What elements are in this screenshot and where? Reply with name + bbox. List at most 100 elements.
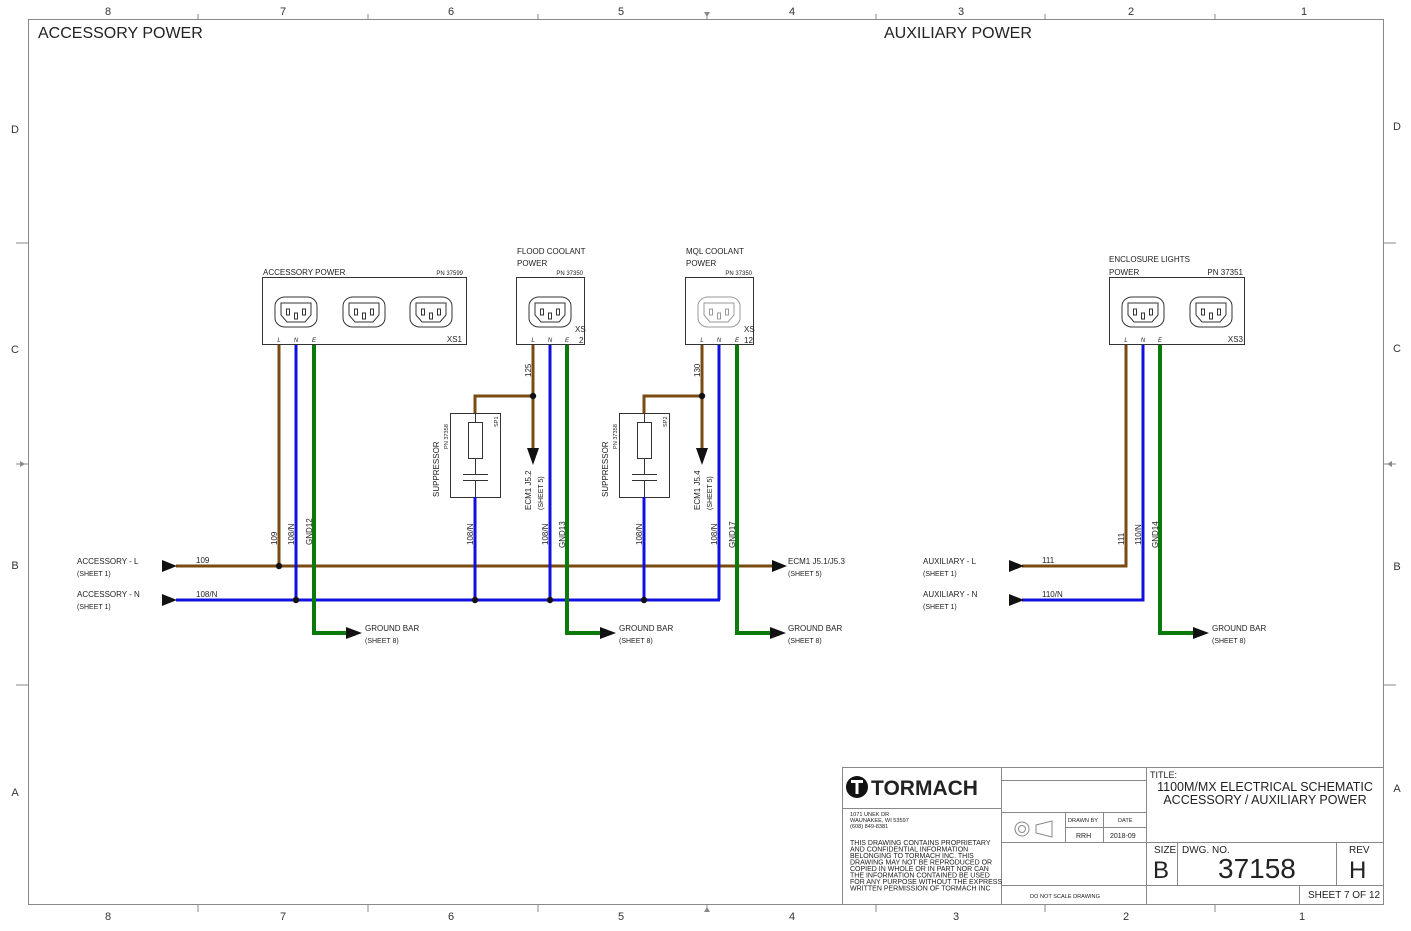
scale-note: DO NOT SCALE DRAWING — [1030, 894, 1100, 900]
address-line: (608) 849-8381 — [850, 824, 888, 830]
zone-row-left: B — [11, 560, 18, 572]
address-line: WAUNAKEE, WI 53597 — [850, 818, 909, 824]
pin-l: L — [1124, 338, 1127, 344]
notice-line: THE INFORMATION CONTAINED BE USED — [850, 873, 990, 880]
ground-bar-label: GROUND BAR — [1212, 624, 1266, 633]
zone-col-top: 5 — [618, 6, 624, 18]
offsheet-sheet: (SHEET 5) — [538, 476, 545, 510]
offsheet-arrows — [162, 448, 1209, 639]
wire-label: 108/N — [466, 523, 475, 545]
xs3-name: ENCLOSURE LIGHTS — [1109, 255, 1190, 264]
neutral-wires — [176, 345, 1145, 602]
offsheet-sheet: (SHEET 1) — [77, 571, 111, 578]
wire-label: 109 — [196, 556, 210, 565]
tormach-logo — [846, 776, 868, 798]
suppressor-label: SUPPRESSOR — [601, 441, 610, 497]
offsheet-sheet: (SHEET 1) — [923, 604, 957, 611]
zone-col-bottom: 3 — [953, 911, 959, 923]
receptacle-xs1 — [262, 277, 467, 345]
suppressor-label: SUPPRESSOR — [432, 441, 441, 497]
suppressor-pn: PN 37358 — [613, 424, 619, 449]
date-value: 2018-09 — [1110, 833, 1136, 840]
size-label: SIZE — [1154, 845, 1177, 856]
date-label: DATE — [1118, 818, 1133, 824]
offsheet-label: ACCESSORY - N — [77, 590, 140, 599]
wire-label: 110/N — [1042, 590, 1063, 599]
zone-col-top: 1 — [1301, 6, 1307, 18]
drawn-by-label: DRAWN BY — [1068, 818, 1098, 824]
xs2-name: FLOOD COOLANT — [517, 247, 586, 256]
ground-bar-sheet: (SHEET 8) — [1212, 638, 1246, 645]
notice-line: DRAWING MAY NOT BE REPRODUCED OR — [850, 860, 992, 867]
suppressor-ref: SP1 — [494, 416, 500, 427]
pin-n: N — [1141, 338, 1146, 344]
projection-symbol-icon — [1014, 820, 1053, 838]
wire-label: GND12 — [305, 518, 314, 545]
wire-label: 130 — [693, 363, 702, 377]
wire-label: 108/N — [710, 523, 719, 545]
offsheet-label: ACCESSORY - L — [77, 557, 139, 566]
xs12-name: POWER — [686, 259, 716, 268]
notice-line: FOR ANY PURPOSE WITHOUT THE EXPRESS — [850, 879, 1002, 886]
zone-col-bottom: 7 — [280, 911, 286, 923]
wire-label: 108/N — [196, 590, 218, 599]
wire-label: GND17 — [728, 521, 737, 548]
zone-row-left: D — [11, 124, 19, 136]
wire-label: 111 — [1117, 532, 1126, 545]
junction-dots — [275, 392, 706, 604]
size-value: B — [1153, 857, 1169, 884]
ground-bar-sheet: (SHEET 8) — [619, 638, 653, 645]
zone-col-bottom: 6 — [448, 911, 454, 923]
xs3-ref: XS3 — [1228, 335, 1244, 344]
offsheet-label: ECM1 J5.2 — [524, 470, 533, 510]
pin-l: L — [277, 338, 280, 344]
zone-row-right: A — [1393, 783, 1401, 795]
drawing-number: 37158 — [1218, 853, 1296, 884]
pin-e: E — [312, 338, 317, 344]
zone-col-top: 3 — [958, 6, 964, 18]
suppressor-pn: PN 37358 — [444, 424, 450, 449]
wire-label: GND14 — [1151, 521, 1160, 548]
notice-line: COPIED IN WHOLE OR IN PART NOR CAN — [850, 866, 989, 873]
ground-bar-label: GROUND BAR — [365, 624, 419, 633]
ground-bar-sheet: (SHEET 8) — [365, 638, 399, 645]
sheet-number: SHEET 7 OF 12 — [1308, 890, 1381, 901]
ground-bar-sheet: (SHEET 8) — [788, 638, 822, 645]
offsheet-sheet: (SHEET 5) — [788, 571, 822, 578]
wire-label: 111 — [1042, 556, 1055, 565]
revision: H — [1349, 857, 1366, 884]
zone-col-bottom: 4 — [789, 911, 795, 923]
xs2-ref: 2 — [579, 336, 584, 345]
zone-col-bottom: 5 — [618, 911, 624, 923]
wire-label: 108/N — [541, 523, 550, 545]
zone-row-right: C — [1393, 343, 1401, 355]
pin-l: L — [531, 338, 534, 344]
zone-col-bottom: 8 — [105, 911, 111, 923]
wire-label: 125 — [524, 363, 533, 377]
xs2-name: POWER — [517, 259, 547, 268]
wire-label: GND13 — [558, 521, 567, 548]
zone-col-top: 7 — [280, 6, 286, 18]
address-block: 1071 UNEK DR WAUNAKEE, WI 53597 (608) 84… — [850, 812, 909, 830]
offsheet-sheet: (SHEET 1) — [77, 604, 111, 611]
receptacle-xs12 — [685, 277, 754, 345]
offsheet-label: AUXILIARY - L — [923, 557, 977, 566]
xs2-pn: PN 37350 — [556, 271, 583, 277]
notice-line: BELONGING TO TORMACH INC. THIS — [850, 853, 974, 860]
pin-n: N — [294, 338, 299, 344]
notice-line: WRITTEN PERMISSION OF TORMACH INC — [850, 886, 991, 893]
pin-n: N — [548, 338, 553, 344]
receptacle-xs3 — [1109, 277, 1245, 345]
wire-label: 108/N — [635, 523, 644, 545]
suppressor-sp1 — [450, 413, 501, 498]
zone-col-top: 6 — [448, 6, 454, 18]
suppressor-sp2 — [619, 413, 670, 498]
drawing-subtitle: ACCESSORY / AUXILIARY POWER — [1163, 793, 1366, 807]
drawing-title: 1100M/MX ELECTRICAL SCHEMATIC — [1157, 780, 1373, 794]
zone-col-bottom: 2 — [1123, 911, 1129, 923]
pin-l: L — [700, 338, 703, 344]
zone-col-bottom: 1 — [1299, 911, 1305, 923]
xs3-name: POWER — [1109, 268, 1139, 277]
title-label: TITLE: — [1150, 770, 1177, 780]
ground-bar-label: GROUND BAR — [788, 624, 842, 633]
